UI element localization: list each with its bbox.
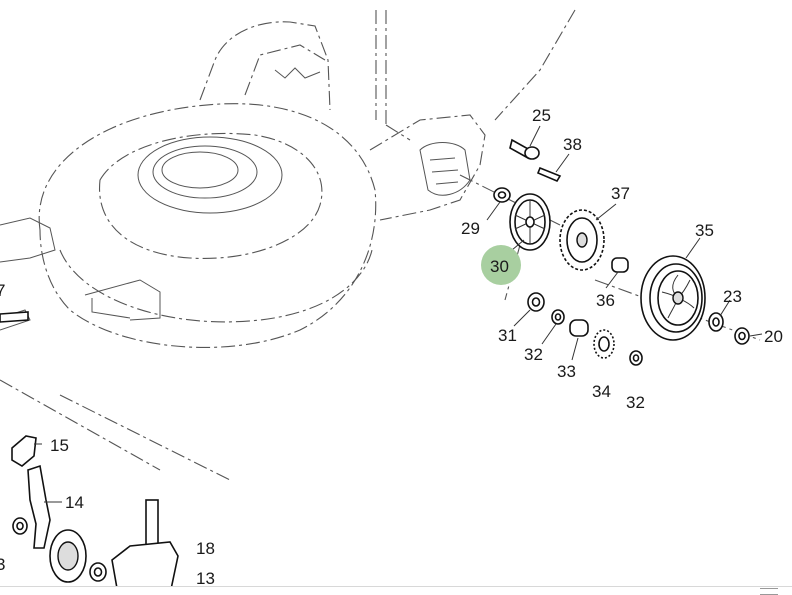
bushing-36 [611,257,629,273]
drive-wheel-30 [509,193,551,251]
callout-38[interactable]: 38 [563,135,582,154]
washer-31 [527,292,545,312]
callout-14[interactable]: 14 [65,493,84,512]
front-wheel-hub [49,529,87,583]
callout-32-lower[interactable]: 32 [626,393,645,412]
callout-30[interactable]: 30 [490,257,509,276]
mower-deck-outline [0,9,761,481]
callout-32-upper[interactable]: 32 [524,345,543,364]
washer-32a [551,309,565,325]
pin-38 [536,166,562,183]
rod-7 [0,311,29,323]
washer-29 [493,187,511,203]
washer-23 [708,312,724,332]
leader-lines [34,125,763,503]
knob-15 [11,435,37,467]
washer-13 [89,562,107,582]
nut-20 [734,327,750,345]
lever-14 [27,464,51,549]
washer-3 [12,517,28,535]
callout-29[interactable]: 29 [461,219,480,238]
callout-35[interactable]: 35 [695,221,714,240]
callout-23[interactable]: 23 [723,287,742,306]
callout-3[interactable]: 3 [0,555,5,574]
callout-34[interactable]: 34 [592,382,611,401]
callout-13[interactable]: 13 [196,569,215,588]
callout-20[interactable]: 20 [764,327,783,346]
callout-18[interactable]: 18 [196,539,215,558]
callout-labels: 25 38 37 35 29 30 36 23 20 31 32 33 34 3… [0,106,783,588]
selected-part-highlight [481,245,521,285]
bushing-33 [569,319,589,337]
washer-32b [629,350,643,366]
callout-25[interactable]: 25 [532,106,551,125]
callout-33[interactable]: 33 [557,362,576,381]
callout-36[interactable]: 36 [596,291,615,310]
callout-31[interactable]: 31 [498,326,517,345]
rear-wheel-35 [640,255,706,341]
axle-bracket-18 [111,499,179,594]
pinion-34 [593,329,615,359]
callout-7[interactable]: 7 [0,281,5,300]
callout-15[interactable]: 15 [50,436,69,455]
viewer-bottom-bar [0,586,792,595]
gear-37 [559,209,605,271]
bolt-25 [509,138,540,160]
callout-37[interactable]: 37 [611,184,630,203]
